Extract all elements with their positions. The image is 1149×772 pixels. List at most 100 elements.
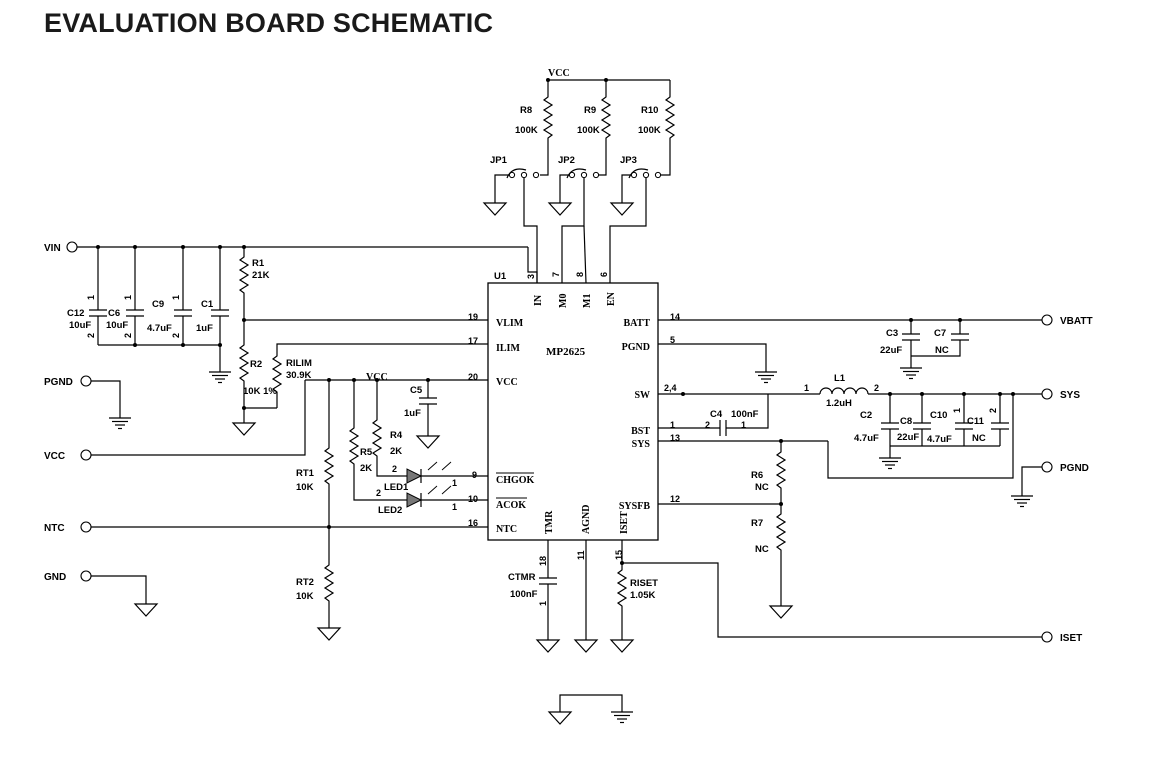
terminal-number: 1 xyxy=(804,383,809,393)
net-sys: SYS xyxy=(1060,390,1080,401)
pin-number: 20 xyxy=(468,372,478,382)
c6-value: 10uF xyxy=(106,320,128,331)
led1-ref: LED1 xyxy=(384,482,409,493)
pin-vcc: VCC xyxy=(496,377,518,388)
pin-in: IN xyxy=(533,294,544,306)
c4-ref: C4 xyxy=(710,409,723,420)
r10-ref: R10 xyxy=(641,105,658,116)
rt2-value: 10K xyxy=(296,591,314,602)
pin-agnd: AGND xyxy=(581,505,592,534)
c9-value: 4.7uF xyxy=(147,323,172,334)
terminal-number: 1 xyxy=(952,408,962,413)
pin-number: 1 xyxy=(670,420,675,430)
pin-number: 12 xyxy=(670,494,680,504)
pin-sys: SYS xyxy=(632,439,651,450)
terminal-number: 2 xyxy=(86,333,96,338)
rilim-ref: RILIM xyxy=(286,358,312,369)
rt2-ref: RT2 xyxy=(296,577,314,588)
rt1-ref: RT1 xyxy=(296,468,315,479)
rilim-value: 30.9K xyxy=(286,370,311,381)
terminal-number: 1 xyxy=(123,295,133,300)
pin-number: 11 xyxy=(576,550,586,560)
net-iset: ISET xyxy=(1060,633,1082,644)
c11-value: NC xyxy=(972,433,986,444)
r8-ref: R8 xyxy=(520,105,532,116)
pin-number: 7 xyxy=(551,272,561,277)
input-capacitors xyxy=(89,247,232,384)
c10-ref: C10 xyxy=(930,410,947,421)
riset-ref: RISET xyxy=(630,578,658,589)
net-pgnd-right: PGND xyxy=(1060,463,1089,474)
jp2-ref: JP2 xyxy=(558,155,575,166)
pin-number: 8 xyxy=(575,272,585,277)
net-pgnd-left: PGND xyxy=(44,377,73,388)
c6-ref: C6 xyxy=(108,308,120,319)
r10-value: 100K xyxy=(638,125,661,136)
pin-number: 17 xyxy=(468,336,478,346)
r4-ref: R4 xyxy=(390,430,403,441)
net-vcc-top: VCC xyxy=(548,68,570,79)
c11-ref: C11 xyxy=(967,416,985,427)
r5-ref: R5 xyxy=(360,447,373,458)
terminal-number: 2 xyxy=(988,408,998,413)
r6-ref: R6 xyxy=(751,470,763,481)
c8-ref: C8 xyxy=(900,416,912,427)
c12-ref: C12 xyxy=(67,308,84,319)
r7-value: NC xyxy=(755,544,769,555)
c3-value: 22uF xyxy=(880,345,902,356)
terminal-number: 2 xyxy=(123,333,133,338)
pin-pgnd: PGND xyxy=(622,342,650,353)
r1-ref: R1 xyxy=(252,258,265,269)
terminal-number: 2 xyxy=(171,333,181,338)
pin-number: 6 xyxy=(599,272,609,277)
r1-value: 21K xyxy=(252,270,270,281)
net-vin: VIN xyxy=(44,243,61,254)
ctmr-ref: CTMR xyxy=(508,572,536,583)
ic-u1-body xyxy=(487,282,659,541)
pin-number: 5 xyxy=(670,335,675,345)
pin-sysfb: SYSFB xyxy=(619,501,650,512)
riset-value: 1.05K xyxy=(630,590,655,601)
terminal-number: 2 xyxy=(392,464,397,474)
r5-value: 2K xyxy=(360,463,372,474)
r8-value: 100K xyxy=(515,125,538,136)
pin-batt: BATT xyxy=(624,318,651,329)
r2-value: 10K 1% xyxy=(243,386,277,397)
pin-m1: M1 xyxy=(582,294,593,308)
terminal-number: 1 xyxy=(452,478,457,488)
pin-number: 13 xyxy=(670,433,680,443)
pin-vlim: VLIM xyxy=(496,318,524,329)
c2-ref: C2 xyxy=(860,410,872,421)
terminal-number: 2 xyxy=(376,488,381,498)
r9-value: 100K xyxy=(577,125,600,136)
r6-value: NC xyxy=(755,482,769,493)
net-ntc: NTC xyxy=(44,523,65,534)
pin-m0: M0 xyxy=(558,294,569,308)
pin-number: 9 xyxy=(472,470,477,480)
pin-number: 10 xyxy=(468,494,478,504)
pin-number: 16 xyxy=(468,518,478,528)
terminal-number: 2 xyxy=(705,420,710,430)
pin-acok: ACOK xyxy=(496,500,526,511)
led2-ref: LED2 xyxy=(378,505,402,516)
terminal-number: 1 xyxy=(538,601,548,606)
terminal-number: 1 xyxy=(741,420,746,430)
pin-sw: SW xyxy=(634,390,650,401)
rt1-value: 10K xyxy=(296,482,314,493)
terminal-number: 2 xyxy=(874,383,879,393)
c1-ref: C1 xyxy=(201,299,214,310)
ic-part: MP2625 xyxy=(546,346,586,358)
c9-ref: C9 xyxy=(152,299,164,310)
net-vbatt: VBATT xyxy=(1060,316,1093,327)
pin-ntc: NTC xyxy=(496,524,517,535)
r7-ref: R7 xyxy=(751,518,763,529)
pin-number: 19 xyxy=(468,312,478,322)
pin-chgok: CHGOK xyxy=(496,475,535,486)
net-gnd: GND xyxy=(44,572,66,583)
c4-value: 100nF xyxy=(731,409,759,420)
net-vcc-mid: VCC xyxy=(366,372,388,383)
r9-ref: R9 xyxy=(584,105,596,116)
c7-value: NC xyxy=(935,345,949,356)
r4-value: 2K xyxy=(390,446,402,457)
